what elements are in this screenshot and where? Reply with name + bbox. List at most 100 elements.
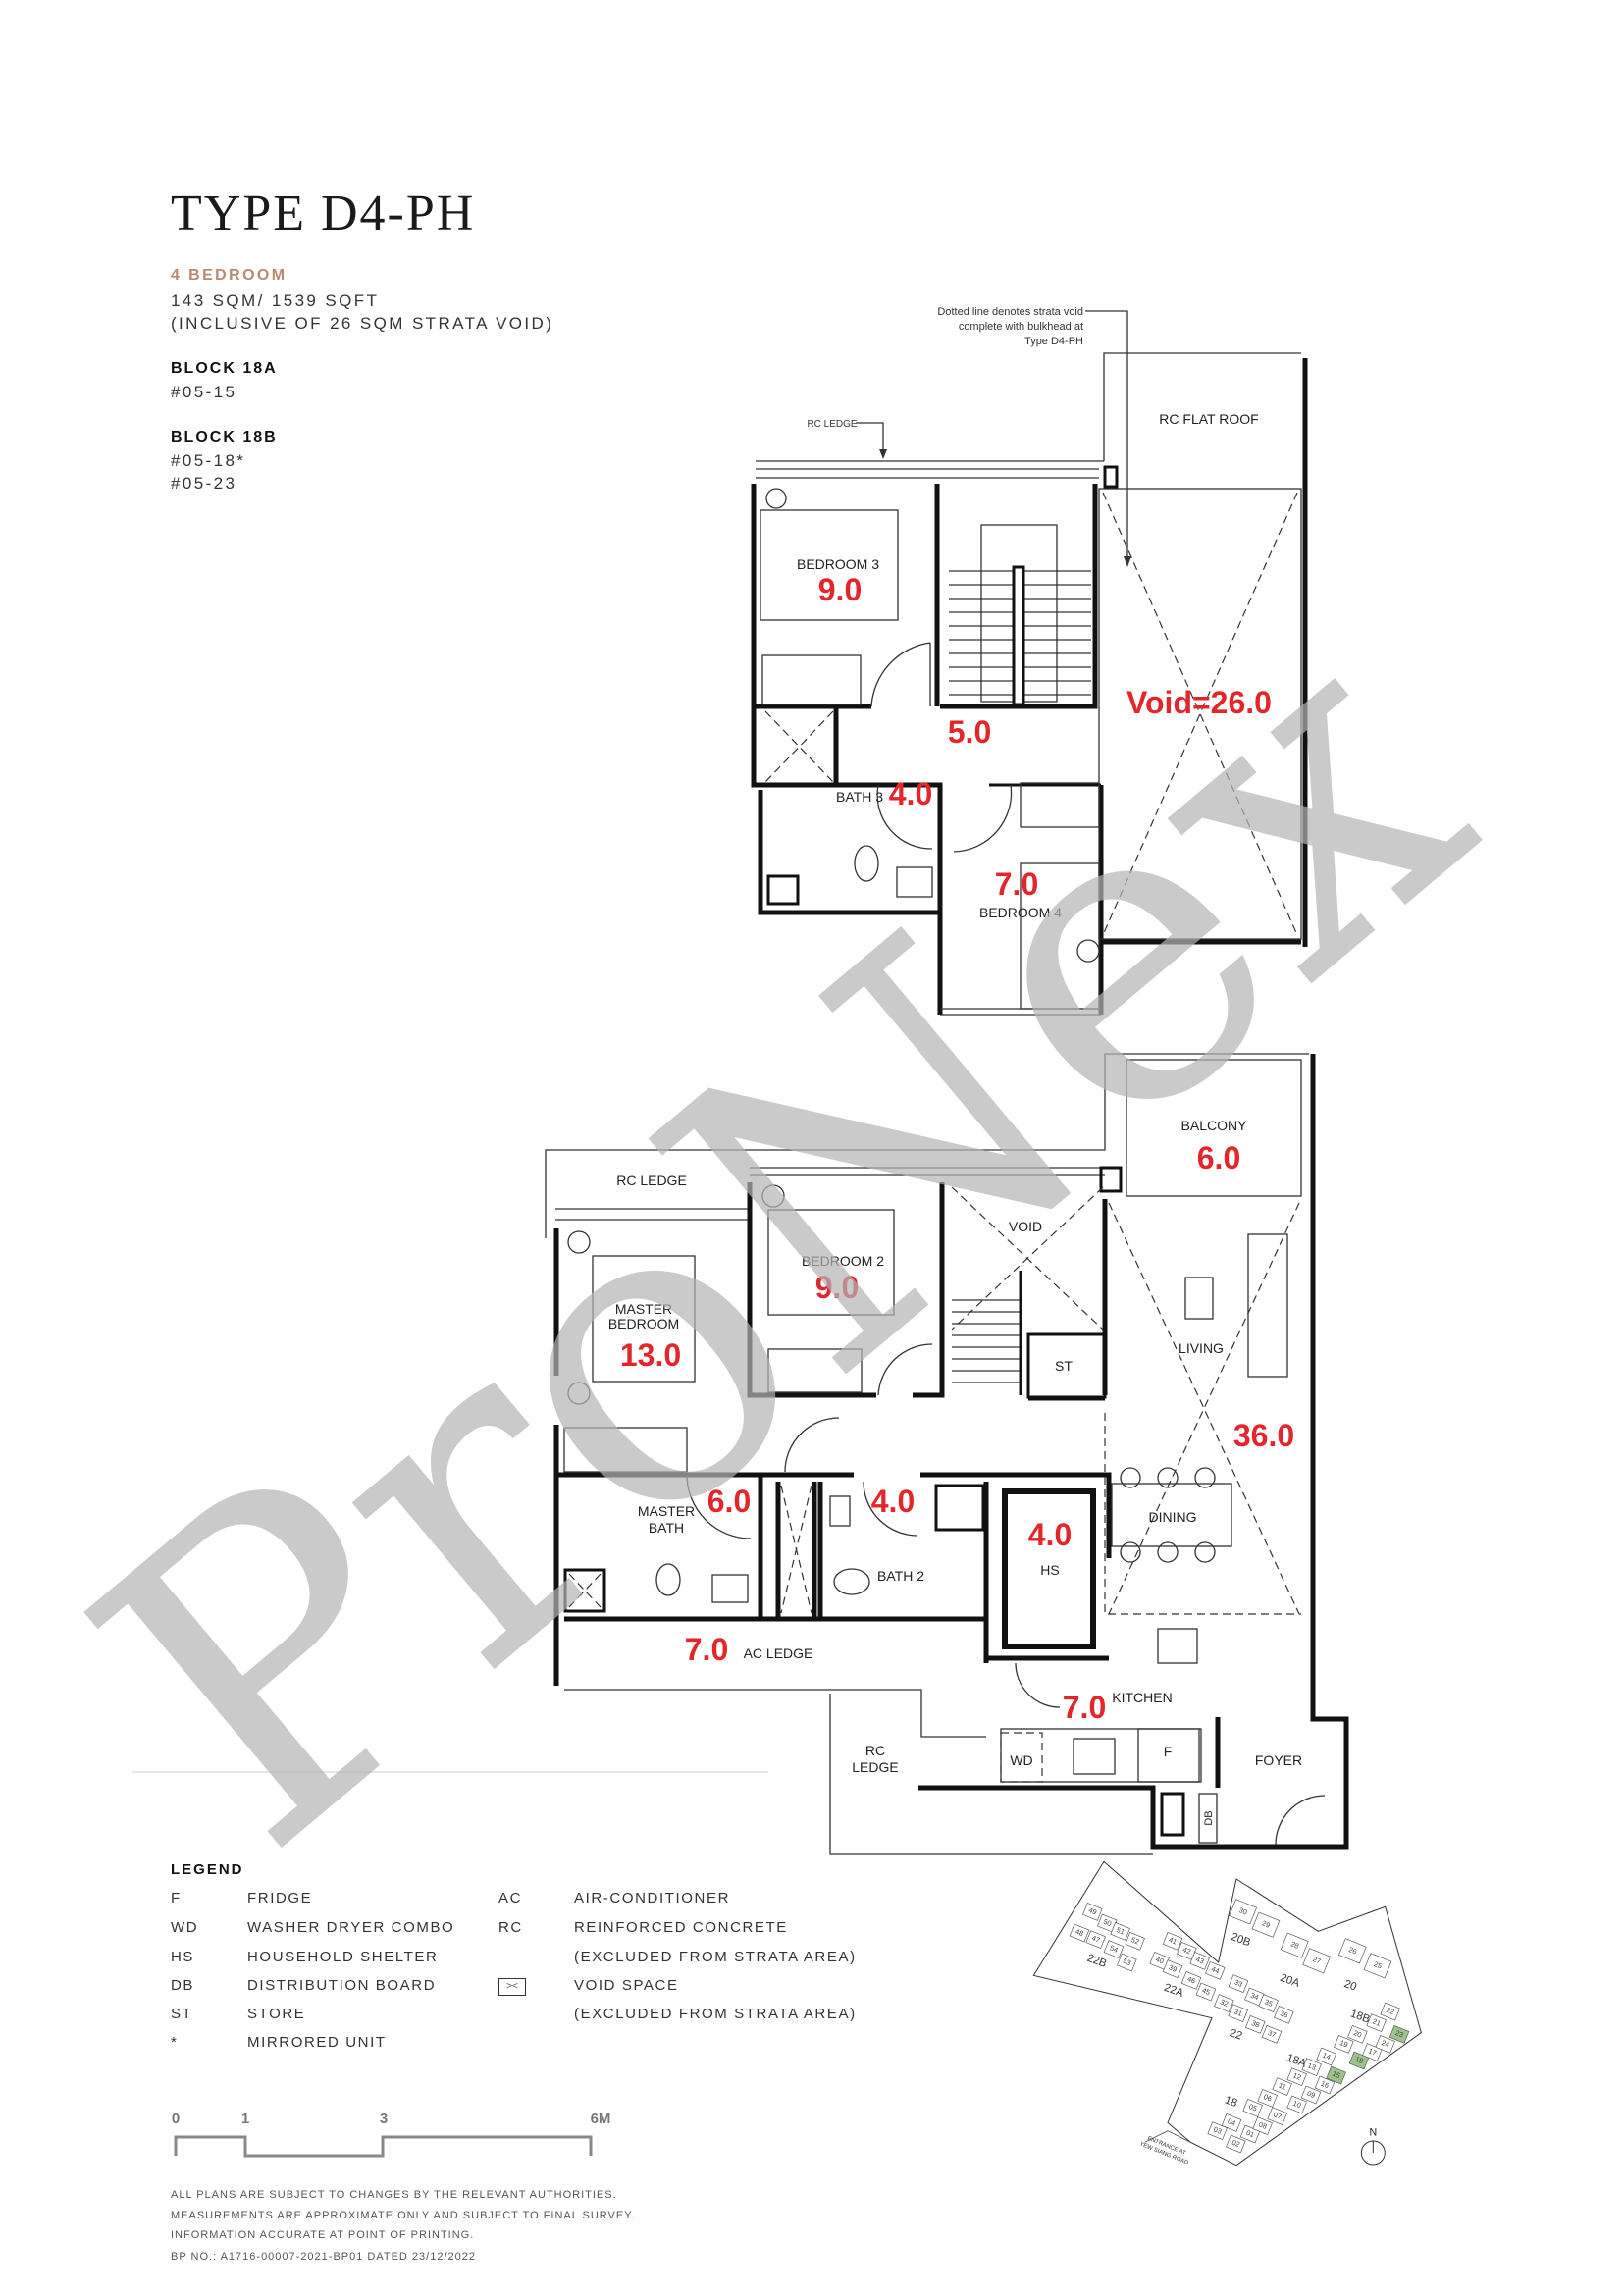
furniture: [760, 488, 1100, 1010]
key-plan-unit: 16: [1314, 2075, 1336, 2095]
legend-abbr: HS: [171, 1949, 195, 1965]
key-plan-unit-label: 24: [1380, 2038, 1390, 2049]
key-plan-unit: 11: [1272, 2077, 1292, 2097]
scale-tick: 0: [172, 2111, 180, 2127]
compass-icon: [1360, 2140, 1386, 2166]
legend-desc: (EXCLUDED FROM STRATA AREA): [574, 2006, 857, 2022]
block-name: BLOCK 18B: [171, 429, 278, 445]
unit-number: #05-23: [171, 474, 237, 493]
key-plan-unit: 40: [1149, 1951, 1170, 1970]
area-hs: 4.0: [1028, 1517, 1072, 1552]
ac-ledge-label: AC LEDGE: [744, 1645, 813, 1661]
key-plan-unit-label: 31: [1232, 2007, 1243, 2017]
key-plan-unit-label: 49: [1087, 1905, 1098, 1916]
site-boundary: [1032, 1860, 1422, 2166]
key-plan-unit: 20: [1347, 2024, 1368, 2044]
rc-ledge-leader: [856, 422, 884, 457]
rc-ledge-outline: [545, 1053, 1309, 1238]
scale-tick: 6M: [591, 2111, 611, 2127]
room-label-balcony: BALCONY: [1181, 1118, 1248, 1133]
rc-flat-roof-outline: [1103, 352, 1301, 461]
rc-ledge-label: RC LEDGE: [807, 419, 857, 430]
key-plan-unit-label: 41: [1168, 1935, 1179, 1946]
key-plan-unit-label: 25: [1373, 1959, 1384, 1970]
room-label-master-bedroom: BEDROOM: [608, 1316, 679, 1331]
washer-dryer-label: WD: [1010, 1752, 1032, 1768]
key-plan-unit-label: 07: [1272, 2110, 1283, 2120]
balcony-outline: [1126, 1059, 1302, 1197]
key-plan-unit-label: 12: [1291, 2070, 1302, 2081]
key-plan-unit: 44: [1205, 1960, 1226, 1980]
key-plan-unit: 43: [1189, 1951, 1210, 1970]
key-plan-unit-label: 16: [1320, 2079, 1331, 2090]
key-plan-block-label: 22: [1228, 2027, 1243, 2043]
area-bedroom4: 7.0: [995, 866, 1038, 902]
key-plan-block-label: 20A: [1279, 1972, 1301, 1990]
interior-wall: [556, 1472, 1112, 1617]
room-label-bedroom3: BEDROOM 3: [797, 556, 879, 572]
room-label-bedroom2: BEDROOM 2: [802, 1253, 884, 1269]
disclaimer-line: ALL PLANS ARE SUBJECT TO CHANGES BY THE …: [171, 2189, 617, 2201]
key-plan-unit: 29: [1251, 1911, 1281, 1938]
room-label-bedroom4: BEDROOM 4: [979, 905, 1062, 920]
key-plan-unit-label: 05: [1247, 2102, 1258, 2113]
room-label-living: LIVING: [1179, 1340, 1224, 1356]
north-label: N: [1369, 2127, 1377, 2139]
area-hall: 5.0: [948, 714, 991, 750]
room-label-master-bath: MASTER: [638, 1503, 695, 1519]
living-void-cross: [1104, 1202, 1301, 1615]
key-plan-unit-label: 02: [1231, 2138, 1241, 2149]
legend-desc: HOUSEHOLD SHELTER: [247, 1949, 439, 1965]
key-plan-unit: 06: [1257, 2088, 1278, 2108]
room-label-bath2: BATH 2: [877, 1568, 924, 1584]
key-plan-unit-label: 13: [1306, 2061, 1317, 2071]
annotation-leader: [1085, 310, 1128, 564]
area-master-bedroom: 13.0: [620, 1337, 681, 1373]
key-plan-unit-label: 23: [1394, 2028, 1405, 2039]
key-plan-unit: 35: [1258, 1994, 1279, 2013]
strata-void-note: complete with bulkhead at: [959, 321, 1083, 333]
key-plan-block-label: 18B: [1349, 2008, 1372, 2025]
key-plan-unit-label: 03: [1212, 2124, 1223, 2135]
legend-title: LEGEND: [171, 1861, 244, 1878]
household-shelter: [1002, 1488, 1096, 1649]
key-plan-unit: 47: [1085, 1930, 1106, 1950]
key-plan-unit: 12: [1286, 2067, 1307, 2087]
key-plan-unit-label: 40: [1154, 1955, 1165, 1965]
legend-abbr: F: [171, 1890, 182, 1906]
fridge-label: F: [1164, 1744, 1173, 1759]
key-plan-unit-label: 34: [1249, 1991, 1260, 2002]
disclaimer-line: MEASUREMENTS ARE APPROXIMATE ONLY AND SU…: [171, 2210, 636, 2221]
strata-void-note: Dotted line denotes strata void: [937, 306, 1083, 318]
key-plan-unit-label: 18: [1354, 2055, 1365, 2065]
legend-abbr: ST: [171, 2006, 193, 2022]
distribution-board-label: DB: [1203, 1810, 1215, 1825]
area-bedroom3: 9.0: [818, 572, 862, 607]
key-plan-block-label: 22B: [1085, 1953, 1108, 1970]
store: [1026, 1332, 1107, 1399]
unit-number: #05-18*: [171, 451, 246, 470]
room-label-hs: HS: [1040, 1562, 1059, 1578]
key-plan-unit: 30: [1229, 1899, 1258, 1925]
key-plan-unit: 15: [1326, 2065, 1346, 2085]
key-plan-unit: 39: [1162, 1959, 1183, 1979]
key-plan-unit-label: 44: [1210, 1964, 1221, 1975]
key-plan-unit-label: 39: [1168, 1962, 1179, 1973]
key-plan-unit: 02: [1226, 2134, 1246, 2154]
key-plan-unit: 26: [1337, 1938, 1367, 1964]
rc-flat-roof-label: RC FLAT ROOF: [1159, 411, 1258, 427]
key-plan-unit-label: 01: [1245, 2128, 1256, 2139]
room-label-dining: DINING: [1149, 1509, 1197, 1525]
legend-abbr: AC: [498, 1890, 523, 1906]
duct: [1099, 1166, 1123, 1193]
lower-floor-plan: RC LEDGE MASTER BEDROOM 13.0 BEDROOM 2 9…: [545, 1053, 1349, 1855]
interior-wall: [983, 1482, 1221, 1788]
arrow-icon: [1124, 556, 1131, 567]
furniture: [563, 1184, 1326, 1846]
unit-area-note: (INCLUSIVE OF 26 SQM STRATA VOID): [171, 314, 554, 333]
key-plan-unit: 36: [1274, 2005, 1294, 2024]
key-plan-unit-label: 47: [1090, 1933, 1101, 1944]
key-plan-unit-label: 54: [1109, 1943, 1120, 1954]
legend-abbr: WD: [171, 1919, 199, 1936]
